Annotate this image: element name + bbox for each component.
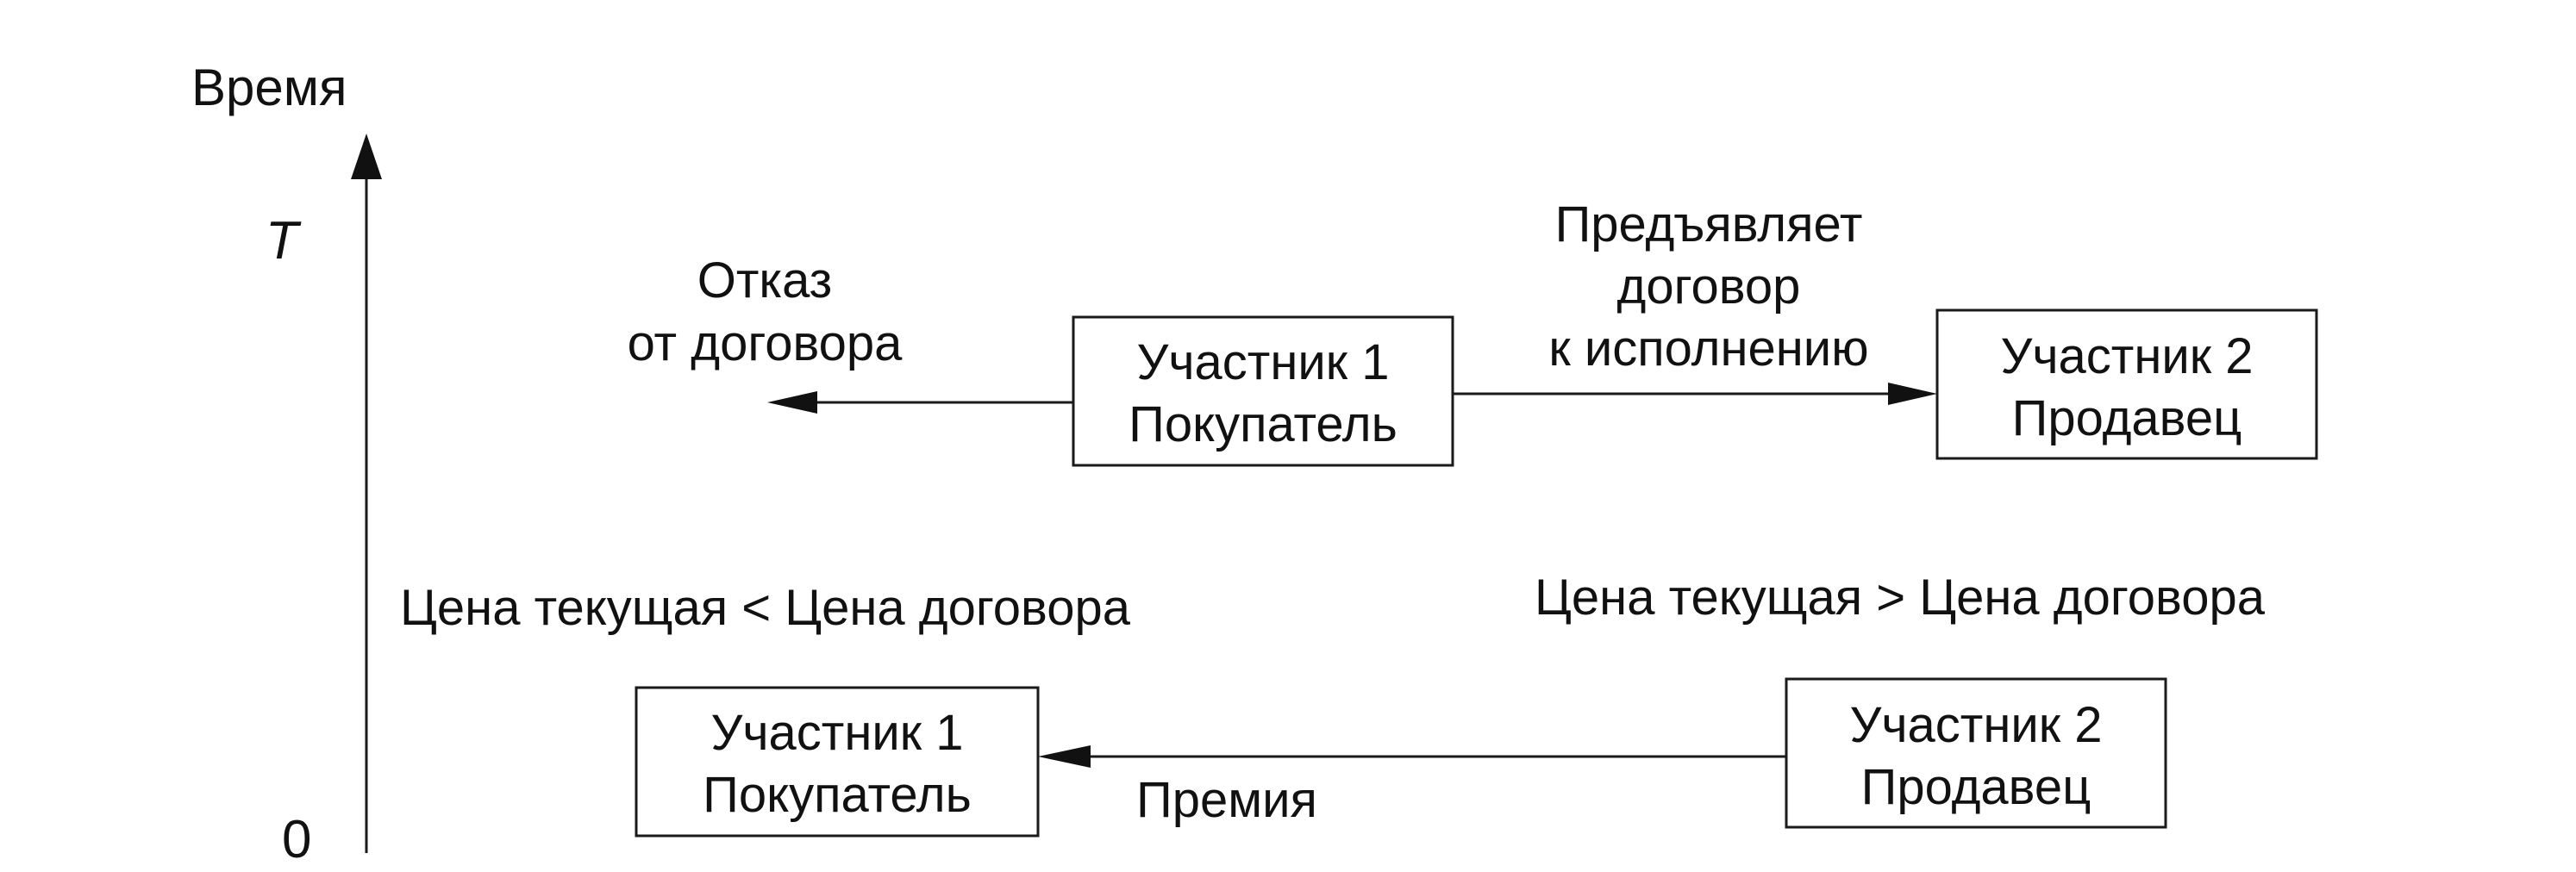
premium-label: Премия	[1136, 772, 1317, 828]
bottom-buyer-box: Участник 1 Покупатель	[635, 686, 1040, 838]
bottom-buyer-box-line: Покупатель	[703, 767, 972, 823]
bottom-seller-box-line: Участник 2	[1849, 697, 2102, 753]
present-label-line: к исполнению	[1548, 321, 1868, 377]
condition-price-below: Цена текущая < Цена договора	[400, 580, 1131, 636]
tick-label-t: T	[266, 211, 302, 271]
refuse-label-line: Отказ	[697, 252, 833, 308]
refuse-label-line: от договора	[628, 315, 903, 371]
present-label-line: договор	[1617, 258, 1801, 315]
bottom-seller-box-line: Продавец	[1861, 759, 2091, 815]
top-buyer-box-line: Покупатель	[1129, 396, 1397, 452]
present-label-line: Предъявляет	[1555, 196, 1863, 252]
bottom-buyer-box-line: Участник 1	[710, 705, 963, 761]
top-seller-box-line: Участник 2	[2000, 328, 2253, 384]
premium-arrowhead	[1038, 745, 1091, 768]
condition-price-above: Цена текущая > Цена договора	[1535, 570, 2266, 626]
present-label: Предъявляет договор к исполнению	[1548, 196, 1868, 377]
refuse-arrowhead	[767, 391, 817, 414]
present-arrowhead	[1888, 383, 1937, 405]
top-seller-box-line: Продавец	[2012, 390, 2242, 446]
top-seller-box: Участник 2 Продавец	[1935, 308, 2318, 460]
tick-label-0: 0	[282, 810, 311, 869]
bottom-seller-box: Участник 2 Продавец	[1785, 677, 2167, 829]
time-axis-label: Время	[191, 59, 347, 116]
time-axis-arrowhead	[351, 134, 382, 179]
refuse-label: Отказ от договора	[628, 252, 903, 371]
top-buyer-box: Участник 1 Покупатель	[1072, 315, 1454, 467]
top-buyer-box-line: Участник 1	[1136, 334, 1389, 390]
